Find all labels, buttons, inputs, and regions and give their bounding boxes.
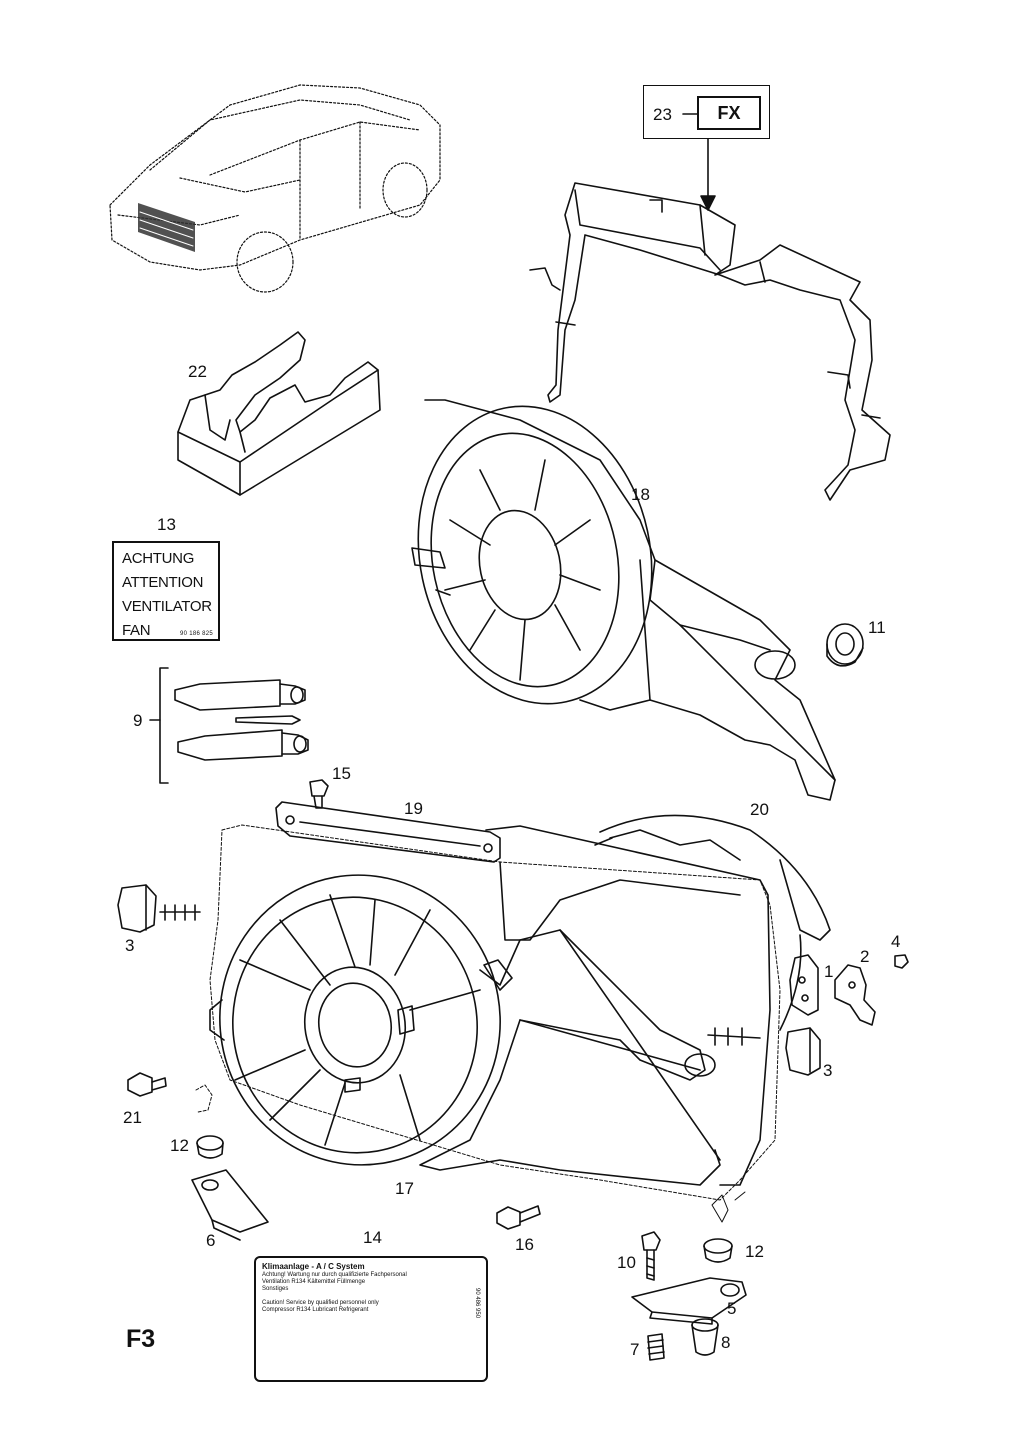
part-14-ac-label: Klimaanlage - A / C System Achtung! Wart… — [254, 1256, 488, 1382]
callout-3-left: 3 — [125, 936, 135, 955]
page-code: F3 — [126, 1325, 156, 1353]
part-9-bracket — [149, 667, 169, 784]
part-9-resistor-bottom — [177, 729, 309, 761]
callout-20: 20 — [750, 800, 769, 819]
ac-label-row-1: Achtung! Wartung nur durch qualifizierte… — [262, 1272, 407, 1278]
ac-label-row-5: Compressor R134 Lubricant Refrigerant — [262, 1307, 369, 1313]
part-9-resistor-top — [174, 679, 306, 711]
car-locator-illustration — [109, 84, 441, 293]
part-23-upper-shroud — [529, 182, 891, 501]
warning-line-1: ACHTUNG — [122, 550, 195, 567]
part-15-bolt — [309, 779, 329, 809]
callout-5: 5 — [727, 1299, 737, 1318]
callout-17: 17 — [395, 1179, 414, 1198]
part-16-bolt — [496, 1205, 541, 1230]
fx-pointer-arrow — [700, 138, 716, 211]
warning-line-4: FAN — [122, 622, 151, 639]
callout-15: 15 — [332, 764, 351, 783]
part-13-warning-label: ACHTUNG ATTENTION VENTILATOR FAN 90 186 … — [112, 541, 220, 641]
part-19-plate — [275, 801, 501, 863]
part-10-bolt — [641, 1231, 661, 1281]
ac-label-code: 90 486 950 — [474, 1288, 480, 1319]
part-radiator-core — [209, 824, 781, 1201]
callout-7: 7 — [630, 1340, 640, 1359]
radiator-drain-left — [711, 1191, 746, 1223]
fx-reference-frame — [643, 85, 770, 139]
ac-label-row-4: Caution! Service by qualified personnel … — [262, 1300, 379, 1306]
part-12-nut-left — [196, 1135, 224, 1159]
ac-label-title: Klimaanlage - A / C System — [262, 1262, 365, 1271]
callout-4: 4 — [891, 932, 901, 951]
callout-10: 10 — [617, 1253, 636, 1272]
callout-23: 23 — [653, 105, 672, 124]
callout-13: 13 — [157, 515, 176, 534]
callout-1: 1 — [824, 962, 834, 981]
part-11-grommet — [826, 623, 864, 667]
part-clip-left — [195, 1084, 213, 1113]
callout-6: 6 — [206, 1231, 216, 1250]
part-20-fan — [594, 814, 831, 1031]
callout-3-right: 3 — [823, 1061, 833, 1080]
part-4-screw — [894, 954, 909, 969]
callout-8: 8 — [721, 1333, 731, 1352]
callout-9: 9 — [133, 711, 143, 730]
warning-line-3: VENTILATOR — [122, 598, 212, 615]
part-17-fan-assembly — [209, 874, 721, 1186]
warning-label-code: 90 186 825 — [179, 631, 213, 637]
part-12-nut-right — [703, 1238, 733, 1263]
grille-hatch — [139, 211, 194, 247]
part-3-damper-right — [707, 1027, 821, 1076]
part-1-bracket — [789, 954, 819, 1016]
callout-21: 21 — [123, 1108, 142, 1127]
fx-reference-tag: FX — [697, 96, 761, 130]
ac-label-row-3: Sonstiges — [262, 1286, 289, 1292]
callout-12-left: 12 — [170, 1136, 189, 1155]
callout-22: 22 — [188, 362, 207, 381]
part-18-fan-shroud — [411, 399, 836, 801]
part-3-damper-left — [117, 884, 201, 933]
ac-label-row-2: Ventilation R134 Kältemittel Füllmenge — [262, 1279, 366, 1285]
part-5-mount — [631, 1277, 747, 1325]
part-2-bracket — [834, 964, 876, 1026]
part-7-spring — [647, 1333, 665, 1361]
callout-14: 14 — [363, 1228, 382, 1247]
callout-19: 19 — [404, 799, 423, 818]
part-8-bush — [691, 1318, 719, 1356]
part-21-bolt — [127, 1072, 167, 1097]
callout-16: 16 — [515, 1235, 534, 1254]
warning-line-2: ATTENTION — [122, 574, 204, 591]
part-6-mount — [191, 1169, 269, 1241]
callout-11: 11 — [868, 618, 886, 637]
callout-2: 2 — [860, 947, 870, 966]
callout-12-right: 12 — [745, 1242, 764, 1261]
car-grille-highlight — [138, 203, 195, 252]
callout-18: 18 — [631, 485, 650, 504]
part-22-bracket — [177, 331, 381, 496]
part-9-strip — [235, 715, 301, 725]
